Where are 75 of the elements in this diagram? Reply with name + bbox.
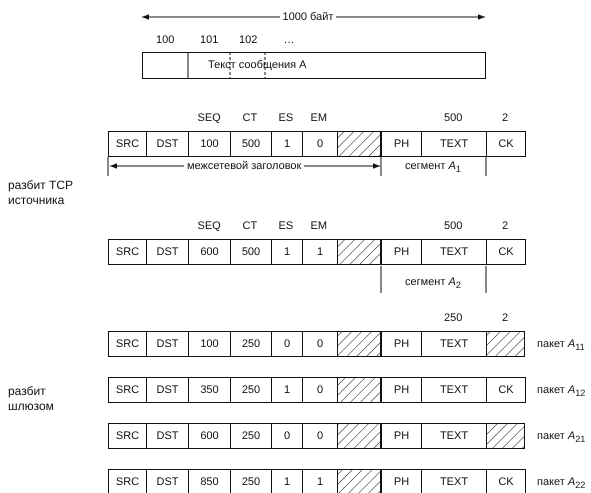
- packet-label: пакет A$_{21}$: [537, 430, 586, 446]
- field-header: 500: [444, 220, 462, 232]
- packet-field: DST: [146, 131, 189, 157]
- packet-field: TEXT: [421, 377, 487, 403]
- packet-label: пакет A$_{22}$: [537, 476, 586, 492]
- packet-field: 0: [271, 331, 303, 357]
- packet-field: PH: [381, 131, 422, 157]
- field-header: EM: [310, 112, 327, 124]
- packet-field: PH: [381, 469, 422, 493]
- field-header: 500: [444, 112, 462, 124]
- field-header: CT: [242, 112, 258, 124]
- packet-field: 600: [188, 239, 231, 265]
- packet-label: пакет A$_{12}$: [537, 384, 586, 400]
- packet-field: PH: [381, 423, 422, 449]
- packet-field: TEXT: [421, 331, 487, 357]
- dimension-label: 1000 байт: [280, 10, 336, 24]
- packet-field: 500: [230, 239, 272, 265]
- field-header: 250: [444, 312, 462, 324]
- field-header: ES: [278, 112, 294, 124]
- packet-field: SRC: [108, 331, 147, 357]
- packet-field: SRC: [108, 469, 147, 493]
- packet-field: DST: [146, 423, 189, 449]
- packet-field: DST: [146, 239, 189, 265]
- packet-field: PH: [381, 331, 422, 357]
- packet-field: 1: [302, 239, 338, 265]
- packet-field: 0: [302, 377, 338, 403]
- row-group-label: разбит шлюзом: [8, 384, 55, 414]
- segment-label: сегмент A$_{1}$: [405, 160, 461, 176]
- packet-field: TEXT: [421, 239, 487, 265]
- packet-field: PH: [381, 377, 422, 403]
- packet-field: CK: [486, 377, 526, 403]
- packet-field: 0: [302, 131, 338, 157]
- packet-field: 1: [271, 131, 303, 157]
- packet-field: 250: [230, 423, 272, 449]
- byte-number: 102: [239, 34, 258, 46]
- packet-field: DST: [146, 377, 189, 403]
- byte-number: 101: [200, 34, 218, 46]
- packet-field: 250: [230, 377, 272, 403]
- segment-label: сегмент A$_{2}$: [405, 276, 461, 292]
- packet-field: 0: [302, 331, 338, 357]
- packet-field: SRC: [108, 377, 147, 403]
- field-header: SEQ: [198, 112, 221, 124]
- byte-number: …: [284, 34, 294, 46]
- packet-field: 250: [230, 331, 272, 357]
- row-group-label: разбит TCP источника: [8, 178, 74, 208]
- field-header: 2: [502, 112, 508, 124]
- packet-field: CK: [486, 469, 526, 493]
- field-header: CT: [242, 220, 258, 232]
- field-header: 2: [502, 220, 508, 232]
- packet-field: 0: [271, 423, 303, 449]
- field-header: 2: [502, 312, 508, 324]
- byte-number: 100: [156, 34, 174, 46]
- packet-field: 100: [188, 331, 231, 357]
- field-header: EM: [310, 220, 327, 232]
- packet-field: 0: [302, 423, 338, 449]
- packet-field: 600: [188, 423, 231, 449]
- packet-field: SRC: [108, 131, 147, 157]
- packet-field: CK: [486, 239, 526, 265]
- packet-field: 1: [271, 377, 303, 403]
- header-span-label: межсетевой заголовок: [184, 160, 304, 172]
- packet-field: TEXT: [421, 423, 487, 449]
- packet-field: 500: [230, 131, 272, 157]
- packet-label: пакет A$_{11}$: [537, 338, 585, 354]
- packet-field: DST: [146, 331, 189, 357]
- packet-field: SRC: [108, 239, 147, 265]
- packet-field: PH: [381, 239, 422, 265]
- field-header: SEQ: [198, 220, 221, 232]
- packet-field: TEXT: [421, 131, 487, 157]
- packet-field: SRC: [108, 423, 147, 449]
- field-header: ES: [278, 220, 294, 232]
- packet-field: 350: [188, 377, 231, 403]
- packet-field: CK: [486, 131, 526, 157]
- packet-field: 100: [188, 131, 231, 157]
- message-text: Текст сообщения A: [208, 58, 307, 72]
- packet-field: 1: [271, 239, 303, 265]
